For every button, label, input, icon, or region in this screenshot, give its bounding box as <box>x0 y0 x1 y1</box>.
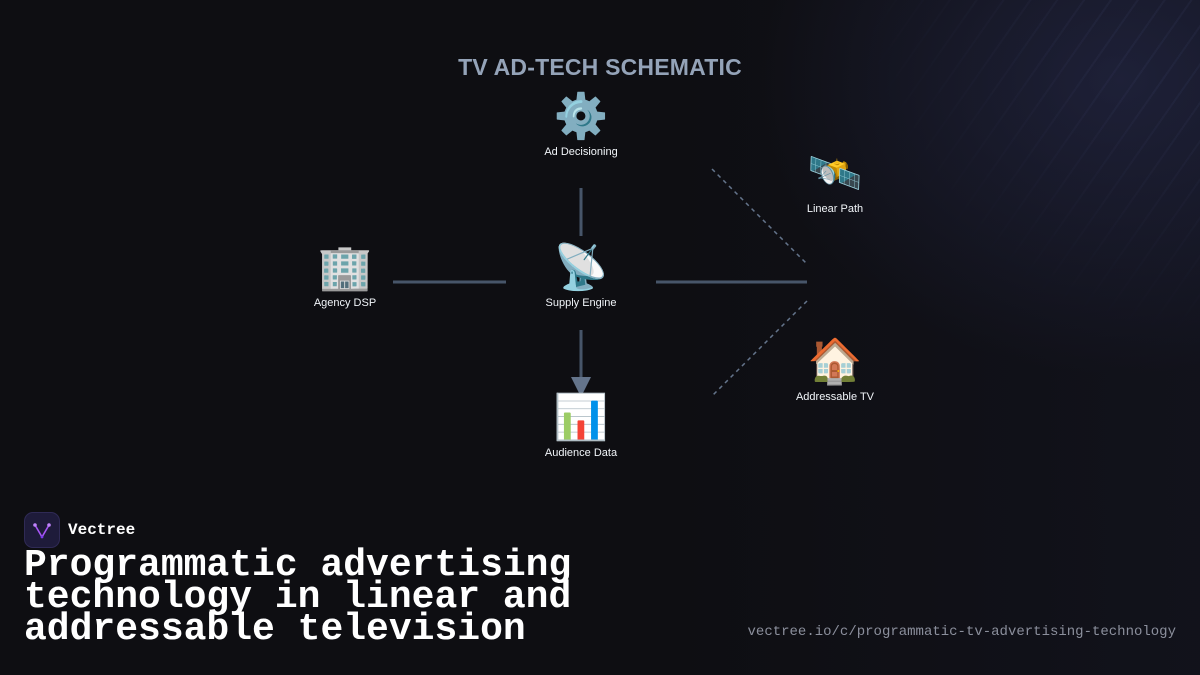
source-url: vectree.io/c/programmatic-tv-advertising… <box>747 624 1176 640</box>
house-icon: 🏠 <box>807 337 863 386</box>
node-label: Ad Decisioning <box>544 146 618 158</box>
satellite-icon: 🛰️ <box>807 149 863 198</box>
dashed-connector-addressable <box>711 300 808 397</box>
node-label: Agency DSP <box>313 297 377 309</box>
node-label: Addressable TV <box>795 391 875 403</box>
arrowhead-to-audience <box>571 377 591 397</box>
node-ad-decisioning: ⚙️ Ad Decisioning <box>511 92 651 158</box>
dashed-connector-linear <box>711 168 808 265</box>
satellite-dish-icon: 📡 <box>553 243 609 292</box>
node-label: Linear Path <box>806 203 864 215</box>
office-building-icon: 🏢 <box>317 243 373 292</box>
brand: Vectree <box>24 512 135 548</box>
node-agency-dsp: 🏢 Agency DSP <box>275 243 415 309</box>
node-label: Audience Data <box>544 447 618 459</box>
node-supply-engine: 📡 Supply Engine <box>511 243 651 309</box>
node-label: Supply Engine <box>545 297 617 309</box>
background-rays <box>680 0 1200 520</box>
gear-icon: ⚙️ <box>553 92 609 141</box>
page-headline: Programmatic advertising technology in l… <box>24 544 572 651</box>
vectree-logo-icon <box>24 512 60 548</box>
bar-chart-icon: 📊 <box>553 393 609 442</box>
diagram-title: TV AD-TECH SCHEMATIC <box>458 54 742 80</box>
node-addressable-tv: 🏠 Addressable TV <box>765 337 905 403</box>
node-linear-path: 🛰️ Linear Path <box>765 149 905 215</box>
brand-name: Vectree <box>68 521 136 539</box>
node-audience-data: 📊 Audience Data <box>511 393 651 459</box>
